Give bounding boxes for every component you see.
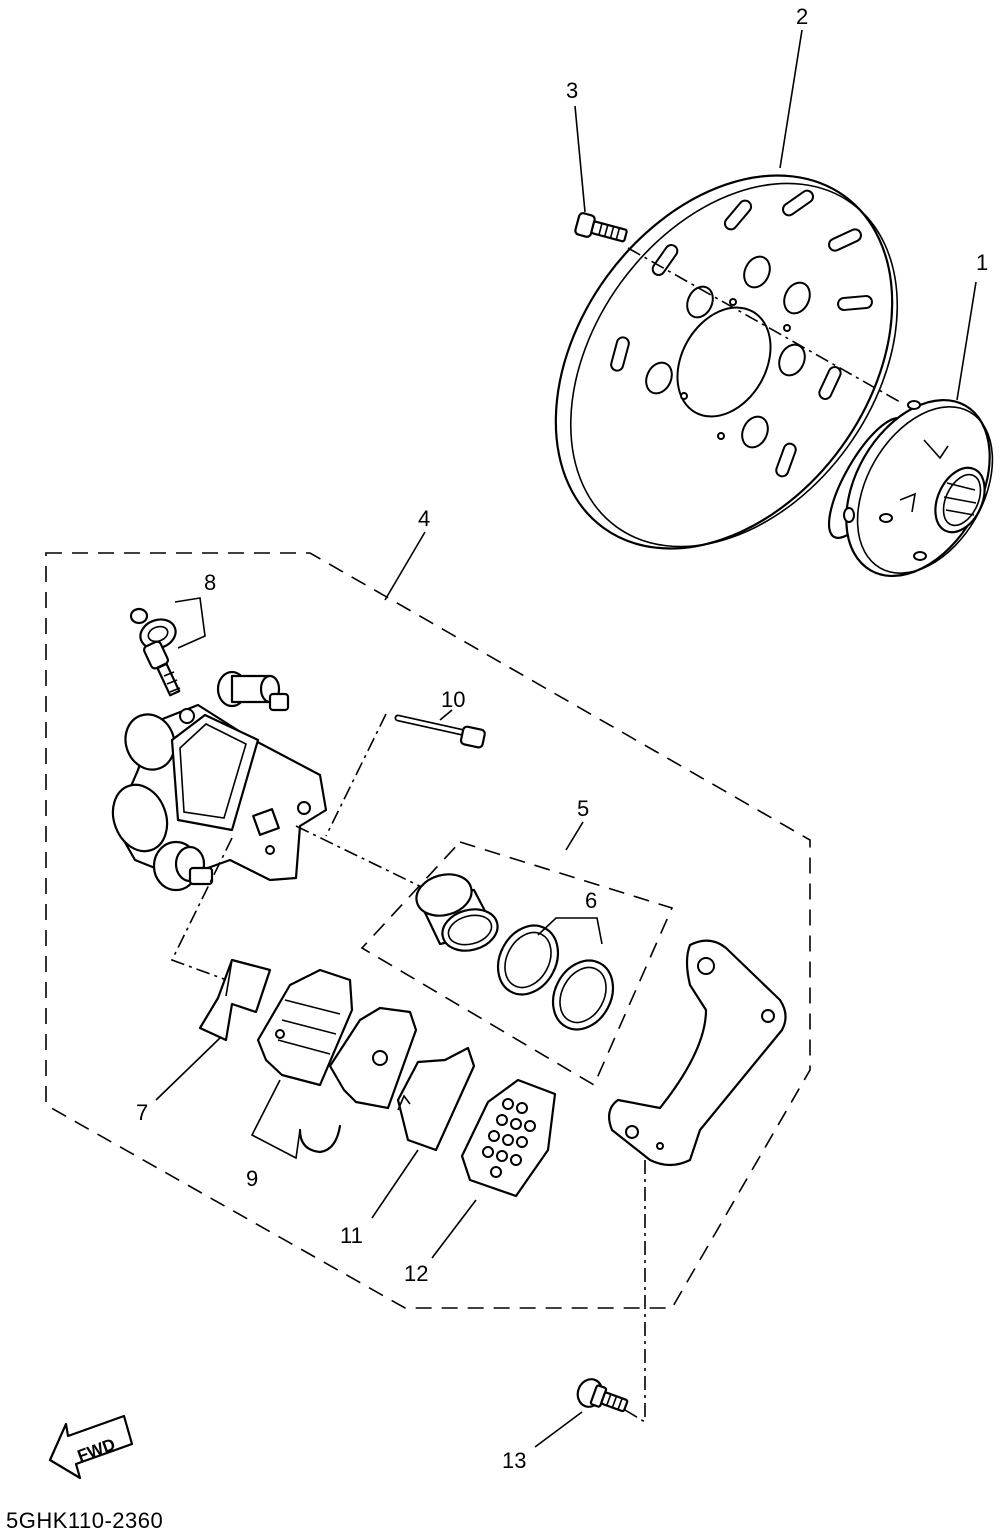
- callout-1: 1: [976, 250, 988, 275]
- caliper-piston: [415, 873, 499, 952]
- leader-1: [956, 281, 977, 401]
- bracket-bolt: [576, 1378, 629, 1413]
- caliper-bracket: [607, 939, 787, 1167]
- callout-8: 8: [204, 570, 216, 595]
- drawing-code: 5GHK110-2360: [6, 1508, 164, 1533]
- piston-axis: [295, 825, 439, 896]
- callout-11: 11: [340, 1223, 363, 1248]
- leader-12: [431, 1199, 477, 1259]
- brake-disc: [554, 174, 899, 550]
- pad-insulator: [460, 1078, 557, 1198]
- callout-2: 2: [796, 4, 808, 29]
- leader-4: [384, 531, 426, 601]
- leader-3: [574, 105, 586, 213]
- leader-7: [155, 1037, 221, 1101]
- wheel-hub: [827, 398, 994, 578]
- callout-6: 6: [585, 888, 597, 913]
- callout-9: 9: [246, 1166, 258, 1191]
- callout-5: 5: [577, 796, 589, 821]
- disc-bolt-axis: [627, 247, 901, 403]
- callout-4: 4: [418, 506, 430, 531]
- brake-pads: [256, 968, 418, 1154]
- pad-spring: [198, 958, 272, 1042]
- leader-9: [250, 1079, 301, 1160]
- callout-12: 12: [404, 1261, 428, 1286]
- leader-10: [439, 709, 453, 721]
- piston-seals: [496, 924, 615, 1031]
- piston-kit-boundary: [360, 841, 674, 1087]
- pad-pin-axis: [325, 713, 387, 837]
- leader-6: [537, 917, 603, 945]
- callout-7: 7: [136, 1100, 148, 1125]
- bracket-bolt-axis-foot: [624, 1409, 646, 1423]
- pad-shim: [396, 1046, 476, 1152]
- callout-3: 3: [566, 78, 578, 103]
- leader-8: [174, 597, 206, 649]
- pad-pin: [394, 714, 486, 749]
- leader-2: [779, 29, 803, 169]
- leader-5: [565, 821, 584, 851]
- disc-bolt: [574, 212, 628, 243]
- caliper-body: [111, 670, 328, 892]
- leader-11: [371, 1149, 419, 1219]
- caliper-assembly-boundary: [45, 552, 811, 1309]
- bleed-screw: [129, 607, 181, 697]
- fwd-arrow-icon: FWD: [48, 1414, 134, 1480]
- leader-13: [534, 1411, 583, 1448]
- callout-13: 13: [502, 1448, 526, 1473]
- caliper-center-axis: [170, 837, 233, 983]
- callout-10: 10: [441, 687, 465, 712]
